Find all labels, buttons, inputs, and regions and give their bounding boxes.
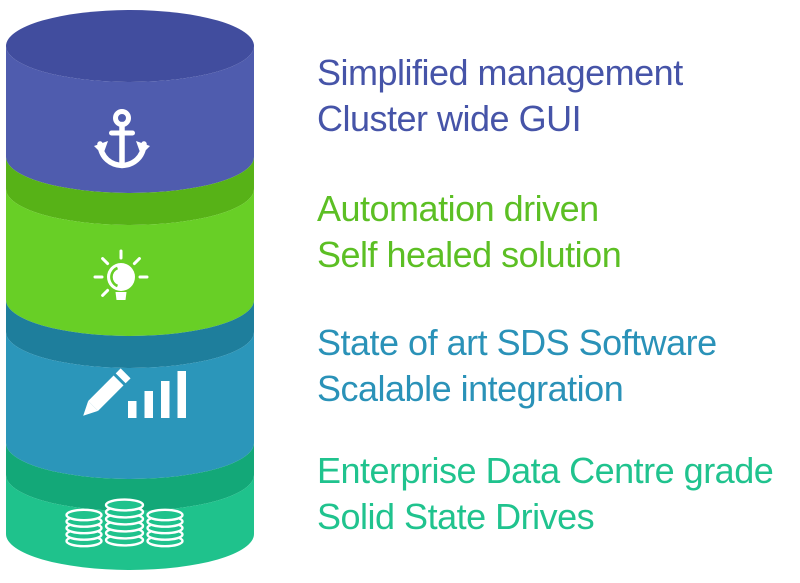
coin-stack-middle [104,498,145,547]
cylinder-body-2 [6,189,254,336]
cylinder-top-3 [6,300,254,368]
label-line: State of art SDS Software [317,322,717,363]
anchor-icon [94,109,150,169]
label-block-automation: Automation driven Self healed solution [317,186,622,278]
cylinder-layer-4 [6,443,254,570]
label-line: Cluster wide GUI [317,98,582,139]
bar-chart-glyph [128,371,186,418]
label-block-management: Simplified management Cluster wide GUI [317,50,683,142]
label-block-drives: Enterprise Data Centre grade Solid State… [317,448,774,540]
coins-icon [65,498,184,548]
lightbulb-base [115,292,127,300]
cylinder-top-2 [6,157,254,225]
cylinder-stack [6,10,254,570]
lightbulb-highlight [110,266,119,288]
cylinder-top-1 [6,10,254,82]
cylinder-layer-1 [6,10,254,193]
label-line: Automation driven [317,188,599,229]
label-line: Solid State Drives [317,496,595,537]
lightbulb-icon [93,249,149,300]
label-line: Enterprise Data Centre grade [317,450,774,491]
cylinder-top-4 [6,443,254,511]
coin-stack-left [65,508,103,548]
cylinder-layer-3 [6,300,254,479]
pencil-chart-icon [83,368,186,418]
coin-stack-right [146,508,184,548]
label-line: Self healed solution [317,234,622,275]
lightbulb-rays [93,249,149,297]
label-block-software: State of art SDS Software Scalable integ… [317,320,717,412]
label-line: Scalable integration [317,368,624,409]
cylinder-layer-2 [6,157,254,336]
label-line: Simplified management [317,52,683,93]
